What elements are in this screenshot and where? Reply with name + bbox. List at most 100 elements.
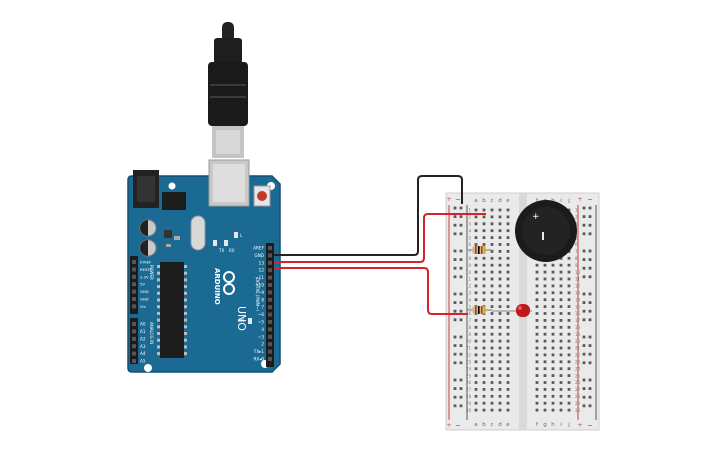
breadboard-hole[interactable] — [474, 319, 478, 322]
rail-hole[interactable] — [453, 206, 457, 210]
breadboard-hole[interactable] — [482, 367, 486, 371]
breadboard-hole[interactable] — [559, 284, 563, 288]
breadboard-hole[interactable] — [543, 408, 547, 412]
wire-gnd[interactable] — [274, 175, 463, 256]
breadboard-hole[interactable] — [567, 346, 571, 350]
breadboard-hole[interactable] — [543, 394, 547, 398]
digital-pin[interactable] — [268, 327, 272, 332]
breadboard-hole[interactable] — [551, 374, 555, 377]
breadboard-hole[interactable] — [474, 381, 478, 384]
breadboard-hole[interactable] — [482, 243, 486, 246]
breadboard-hole[interactable] — [498, 374, 502, 377]
breadboard-hole[interactable] — [543, 353, 547, 357]
breadboard-hole[interactable] — [498, 222, 502, 226]
breadboard-hole[interactable] — [490, 312, 494, 315]
breadboard-hole[interactable] — [498, 381, 502, 384]
breadboard-hole[interactable] — [474, 208, 478, 212]
breadboard-hole[interactable] — [490, 229, 494, 233]
digital-pin[interactable] — [268, 290, 272, 295]
breadboard-hole[interactable] — [567, 353, 571, 357]
breadboard-hole[interactable] — [506, 243, 510, 246]
breadboard-hole[interactable] — [551, 284, 555, 288]
breadboard-hole[interactable] — [535, 374, 539, 377]
resistor-2[interactable] — [467, 306, 492, 314]
rail-hole[interactable] — [588, 206, 592, 210]
rail-hole[interactable] — [459, 378, 463, 382]
rail-hole[interactable] — [453, 249, 457, 253]
breadboard-hole[interactable] — [474, 394, 478, 398]
breadboard-hole[interactable] — [498, 250, 502, 253]
breadboard-hole[interactable] — [474, 325, 478, 329]
rail-hole[interactable] — [582, 361, 586, 365]
rail-hole[interactable] — [459, 292, 463, 296]
breadboard-hole[interactable] — [506, 360, 510, 364]
breadboard-hole[interactable] — [535, 401, 539, 405]
breadboard-hole[interactable] — [567, 381, 571, 384]
arduino-uno-board[interactable]: TX RX L ON ARDUINO UNO DIGITAL (PWM~) PO… — [127, 159, 281, 373]
analog-pin[interactable] — [132, 322, 136, 326]
led-red[interactable] — [492, 304, 532, 317]
breadboard-hole[interactable] — [474, 339, 478, 343]
breadboard-hole[interactable] — [498, 367, 502, 371]
breadboard-hole[interactable] — [567, 312, 571, 315]
breadboard-hole[interactable] — [535, 353, 539, 357]
breadboard-hole[interactable] — [506, 222, 510, 226]
breadboard-hole[interactable] — [559, 263, 563, 267]
breadboard-hole[interactable] — [535, 270, 539, 274]
rail-hole[interactable] — [588, 352, 592, 356]
breadboard-hole[interactable] — [559, 367, 563, 371]
rail-hole[interactable] — [588, 309, 592, 313]
breadboard-hole[interactable] — [567, 291, 571, 295]
breadboard-hole[interactable] — [543, 325, 547, 329]
rail-hole[interactable] — [582, 378, 586, 382]
rail-hole[interactable] — [459, 335, 463, 339]
breadboard-hole[interactable] — [498, 339, 502, 343]
rail-hole[interactable] — [582, 395, 586, 399]
power-pin[interactable] — [132, 260, 136, 264]
breadboard-hole[interactable] — [482, 270, 486, 274]
breadboard-hole[interactable] — [482, 339, 486, 343]
breadboard-hole[interactable] — [490, 305, 494, 308]
rail-hole[interactable] — [588, 404, 592, 408]
rail-hole[interactable] — [459, 301, 463, 304]
breadboard-hole[interactable] — [482, 408, 486, 412]
breadboard-hole[interactable] — [490, 339, 494, 343]
breadboard-hole[interactable] — [543, 346, 547, 350]
breadboard-hole[interactable] — [498, 353, 502, 357]
breadboard-hole[interactable] — [567, 360, 571, 364]
rail-hole[interactable] — [459, 387, 463, 390]
breadboard-hole[interactable] — [567, 277, 571, 281]
breadboard-hole[interactable] — [559, 401, 563, 405]
breadboard-hole[interactable] — [490, 401, 494, 405]
breadboard-hole[interactable] — [551, 319, 555, 322]
breadboard-hole[interactable] — [506, 229, 510, 233]
breadboard-hole[interactable] — [551, 346, 555, 350]
rail-hole[interactable] — [459, 404, 463, 408]
rail-hole[interactable] — [588, 395, 592, 399]
rail-hole[interactable] — [459, 344, 463, 347]
breadboard-hole[interactable] — [559, 305, 563, 308]
rail-hole[interactable] — [588, 318, 592, 322]
analog-pin[interactable] — [132, 336, 136, 341]
rail-hole[interactable] — [459, 232, 463, 236]
breadboard-hole[interactable] — [543, 284, 547, 288]
digital-pin[interactable] — [268, 320, 272, 324]
power-pin[interactable] — [132, 304, 136, 309]
digital-pin[interactable] — [268, 283, 272, 287]
breadboard-hole[interactable] — [474, 360, 478, 364]
breadboard-hole[interactable] — [535, 319, 539, 322]
breadboard-hole[interactable] — [498, 401, 502, 405]
breadboard-hole[interactable] — [490, 388, 494, 391]
breadboard-hole[interactable] — [474, 270, 478, 274]
rail-hole[interactable] — [459, 361, 463, 365]
breadboard-hole[interactable] — [535, 394, 539, 398]
rail-hole[interactable] — [453, 266, 457, 270]
breadboard-hole[interactable] — [567, 367, 571, 371]
breadboard-hole[interactable] — [490, 394, 494, 398]
breadboard-hole[interactable] — [551, 332, 555, 336]
breadboard-hole[interactable] — [535, 312, 539, 315]
wire-pin13[interactable] — [274, 213, 486, 263]
breadboard-hole[interactable] — [498, 325, 502, 329]
breadboard-hole[interactable] — [498, 277, 502, 281]
breadboard-hole[interactable] — [474, 374, 478, 377]
